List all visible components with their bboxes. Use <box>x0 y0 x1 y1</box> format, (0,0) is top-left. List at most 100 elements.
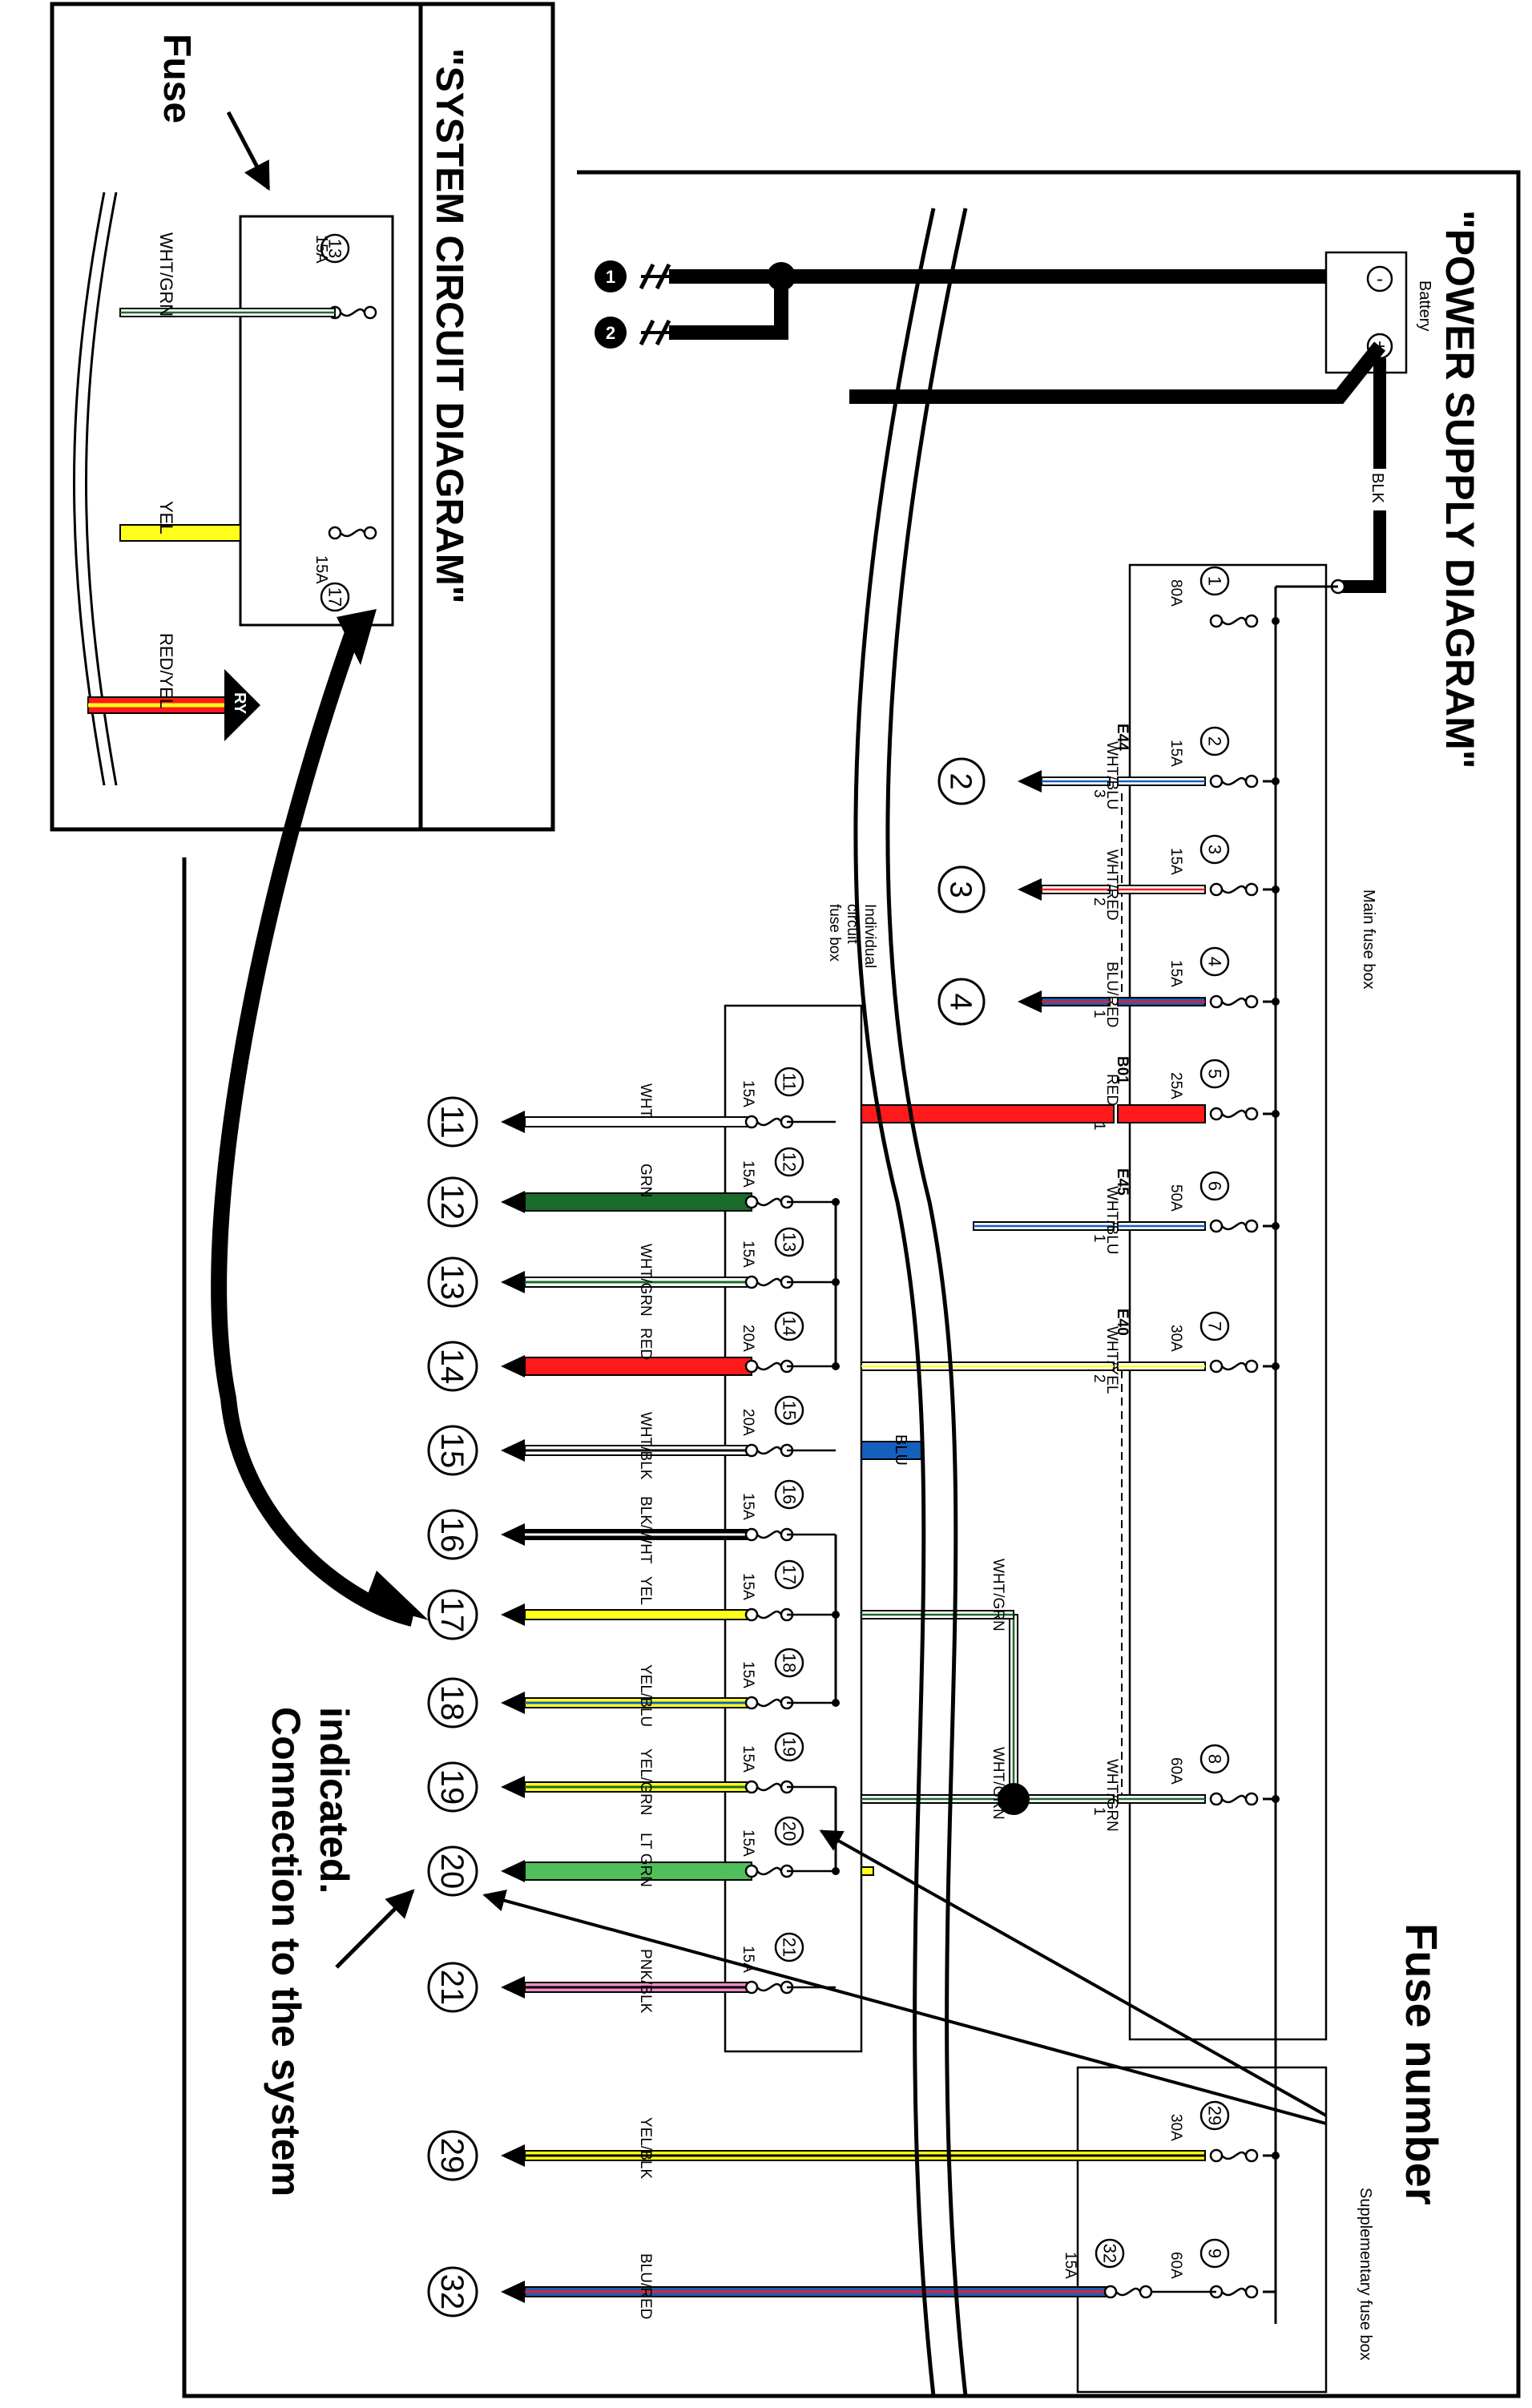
individual-fuse-number-20 <box>774 1816 804 1846</box>
individual-fuse-number-16-text: 16 <box>779 1485 799 1504</box>
individual-fuse-15 <box>744 1443 794 1458</box>
main-7-ext-stripe <box>861 1365 1114 1368</box>
individual-fuse-number-11 <box>774 1067 804 1097</box>
ground-2-cable <box>669 276 788 340</box>
main-pin-5: 1 <box>1091 1122 1107 1131</box>
main-wire-4-stripe <box>1118 1000 1205 1003</box>
power-supply-title: "POWER SUPPLY DIAGRAM" <box>1437 210 1482 769</box>
system-dest-16-text: 16 <box>434 1517 470 1553</box>
inset-break-right <box>85 192 118 786</box>
main-fuse-number-1 <box>1199 566 1230 596</box>
main-8-ext-stripe <box>1014 1797 1114 1801</box>
main-fuse-number-7-text: 7 <box>1204 1321 1224 1331</box>
system-dest-13 <box>427 1256 478 1308</box>
individual-wire-label-11: WHT <box>637 1083 654 1119</box>
system-link-arrow <box>211 630 415 1627</box>
main-wire-ext-2-stripe <box>1042 780 1110 783</box>
inset-wire-a-stripe <box>120 311 335 314</box>
system-dest-12 <box>427 1176 478 1228</box>
main-dest-2 <box>937 757 986 805</box>
bus-junction <box>1272 617 1280 625</box>
supplementary-wire-label-29: YEL/BLK <box>637 2117 654 2179</box>
system-dest-32 <box>427 2266 478 2317</box>
system-dest-19 <box>427 1761 478 1813</box>
ind-junction <box>832 1611 840 1619</box>
individual-arrow-17 <box>501 1603 525 1626</box>
individual-fuse-box <box>724 1004 863 2053</box>
individual-label-3: fuse box <box>826 904 843 962</box>
main-dest-3 <box>937 865 986 914</box>
main-wire-2-stripe <box>1118 780 1205 783</box>
individual-fuse-14 <box>744 1359 794 1373</box>
individual-arrow-21 <box>501 1976 525 1999</box>
system-link-arrowhead-top <box>337 609 377 665</box>
ground-symbol-2 <box>595 317 671 349</box>
inset-fuse-number-17-text: 17 <box>325 587 345 607</box>
individual-fuse-number-19 <box>774 1732 804 1762</box>
main-fuse-number-3 <box>1199 834 1230 865</box>
main-fuse-amp-3: 15A <box>1167 848 1184 875</box>
main-fuse-number-8-text: 8 <box>1204 1754 1224 1764</box>
bus-junction <box>1272 1795 1280 1803</box>
battery-positive-cable-b <box>1342 358 1386 593</box>
individual-wire-label-17: YEL <box>637 1576 654 1605</box>
main-fuse-box <box>1128 563 1328 2041</box>
main-fuse-number-5 <box>1199 1059 1230 1089</box>
individual-wire-19-stripe <box>525 1785 752 1789</box>
individual-fuse-number-19-text: 19 <box>779 1737 799 1757</box>
main-wire-label-8: WHT/GRN <box>1103 1759 1120 1832</box>
main-fuse-2 <box>1209 774 1259 789</box>
blu-feed <box>861 1441 922 1460</box>
main-fuse-1 <box>1209 614 1259 628</box>
break-line-right <box>885 208 968 2397</box>
individual-arrow-12 <box>501 1191 525 1213</box>
inset-fuse-amp-17: 15A <box>312 555 330 584</box>
system-dest-21-text: 21 <box>434 1970 470 2006</box>
individual-wire-14 <box>524 1357 752 1376</box>
individual-wire-16-stripe <box>525 1533 752 1536</box>
main-arrow-2 <box>1018 770 1042 793</box>
individual-fuse-amp-15: 20A <box>740 1409 756 1436</box>
supplementary-wire-29-stripe <box>525 2154 1205 2157</box>
main-fuse-number-2 <box>1199 726 1230 756</box>
main-dest-4 <box>937 978 986 1026</box>
ind-junction <box>832 1362 840 1370</box>
main-fuse-8 <box>1209 1792 1259 1806</box>
system-dest-20-text: 20 <box>434 1853 470 1890</box>
main-wire-5 <box>1117 1104 1206 1123</box>
main-fuse-number-6 <box>1199 1171 1230 1201</box>
wht-grn-junction <box>998 1783 1030 1815</box>
system-dest-20 <box>427 1845 478 1897</box>
main-fuse-box-label: Main fuse box <box>1360 889 1377 990</box>
individual-fuse-number-16 <box>774 1479 804 1510</box>
main-fuse-number-5-text: 5 <box>1204 1069 1224 1079</box>
wht-grn-label-bottom: WHT/GRN <box>990 1747 1006 1820</box>
wht-grn-vertical-stripe <box>1012 1615 1015 1799</box>
connection-callout-line2: indicated. <box>312 1707 357 1894</box>
supplementary-fuse-amp-29: 30A <box>1167 2114 1184 2141</box>
supplementary-fuse-9 <box>1209 2285 1259 2299</box>
main-wire-label-5: RED <box>1103 1074 1120 1106</box>
fuse-number-arrow-a <box>819 1829 1327 2117</box>
main-fuse-amp-4: 15A <box>1167 960 1184 987</box>
individual-wire-17 <box>524 1609 752 1620</box>
system-dest-18 <box>427 1677 478 1728</box>
main-arrow-4 <box>1018 990 1042 1013</box>
supplementary-fuse-32 <box>1103 2285 1153 2299</box>
individual-fuse-number-12-text: 12 <box>779 1152 799 1172</box>
individual-fuse-number-20-text: 20 <box>779 1821 799 1841</box>
bus-junction <box>1272 777 1280 785</box>
system-dest-16 <box>427 1509 478 1560</box>
individual-fuse-number-18 <box>774 1648 804 1678</box>
battery-negative-symbol: - <box>1377 268 1383 290</box>
inset-fuse-17 <box>328 526 377 540</box>
supplementary-fuse-amp-32: 15A <box>1062 2252 1078 2279</box>
main-pin-3: 2 <box>1091 897 1107 906</box>
individual-fuse-18 <box>744 1696 794 1710</box>
individual-arrow-18 <box>501 1692 525 1714</box>
individual-fuse-17 <box>744 1607 794 1622</box>
wht-grn-to-17-stripe <box>861 1613 1014 1616</box>
main-fuse-number-4-text: 4 <box>1204 957 1224 966</box>
